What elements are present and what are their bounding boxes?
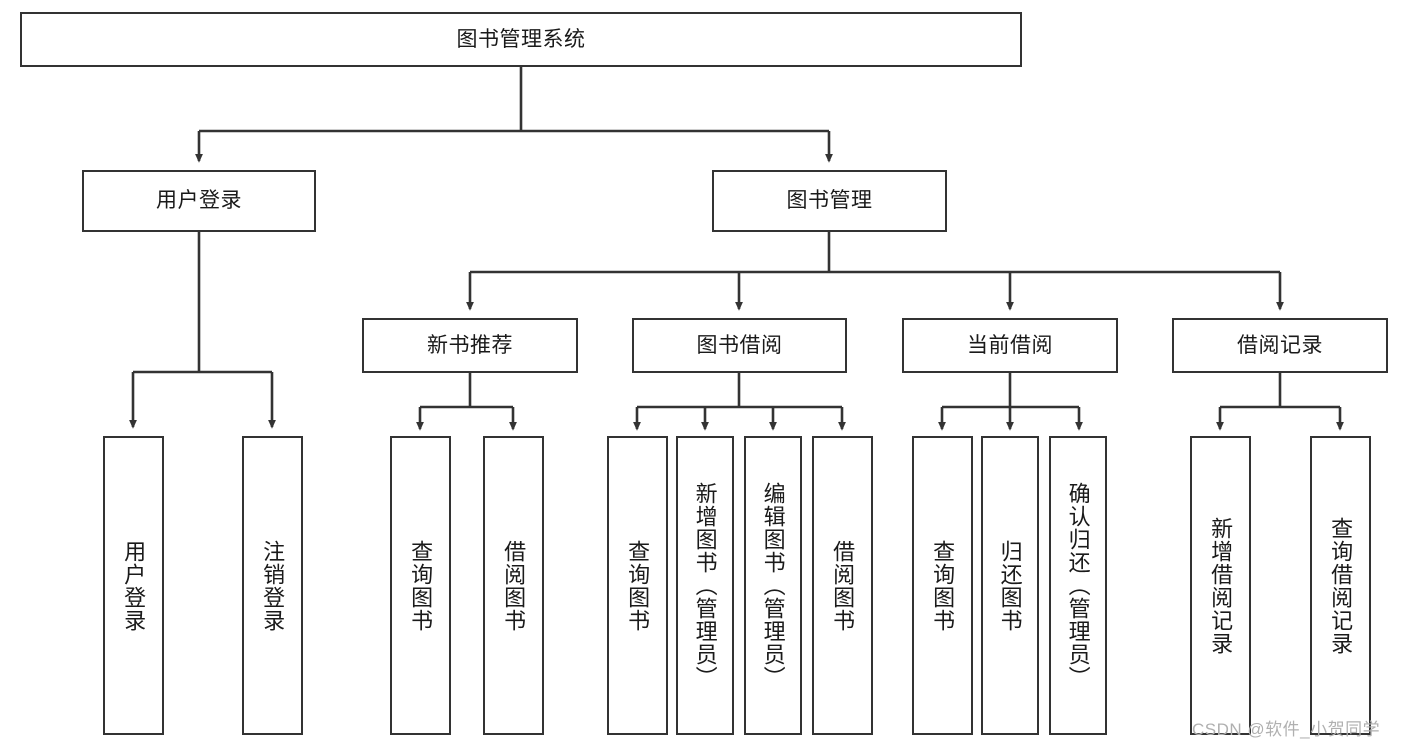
- node-book-management[interactable]: 图书管理: [712, 170, 947, 232]
- node-user-login[interactable]: 用户登录: [82, 170, 316, 232]
- node-label: 新增借阅记录: [1208, 516, 1234, 655]
- node-label: 确认归还（管理员）: [1065, 482, 1091, 689]
- leaf-query-book-current[interactable]: 查询图书: [912, 436, 973, 735]
- node-borrow-record[interactable]: 借阅记录: [1172, 318, 1388, 373]
- node-label: 查询图书: [930, 539, 956, 632]
- node-label: 图书管理: [786, 189, 873, 213]
- node-label: 编辑图书（管理员）: [760, 482, 786, 689]
- node-label: 用户登录: [121, 539, 147, 632]
- leaf-add-borrow-record[interactable]: 新增借阅记录: [1190, 436, 1251, 735]
- node-label: 借阅记录: [1237, 333, 1323, 357]
- node-label: 查询借阅记录: [1328, 516, 1354, 655]
- leaf-add-book-admin[interactable]: 新增图书（管理员）: [676, 436, 734, 735]
- node-label: 查询图书: [408, 539, 434, 632]
- node-label: 新书推荐: [427, 333, 513, 357]
- leaf-return-book[interactable]: 归还图书: [981, 436, 1039, 735]
- node-book-borrow[interactable]: 图书借阅: [632, 318, 847, 373]
- node-root-system[interactable]: 图书管理系统: [20, 12, 1022, 67]
- node-current-borrow[interactable]: 当前借阅: [902, 318, 1118, 373]
- node-label: 当前借阅: [967, 333, 1053, 357]
- node-new-book-recommend[interactable]: 新书推荐: [362, 318, 578, 373]
- node-label: 图书管理系统: [456, 27, 586, 51]
- csdn-watermark: CSDN @软件_小贺同学: [1192, 720, 1381, 739]
- leaf-query-book-borrow[interactable]: 查询图书: [607, 436, 668, 735]
- node-label: 注销登录: [260, 539, 286, 632]
- leaf-edit-book-admin[interactable]: 编辑图书（管理员）: [744, 436, 802, 735]
- leaf-query-borrow-record[interactable]: 查询借阅记录: [1310, 436, 1371, 735]
- leaf-user-login[interactable]: 用户登录: [103, 436, 164, 735]
- leaf-borrow-book-borrow[interactable]: 借阅图书: [812, 436, 873, 735]
- node-label: 查询图书: [625, 539, 651, 632]
- node-label: 新增图书（管理员）: [692, 482, 718, 689]
- leaf-logout[interactable]: 注销登录: [242, 436, 303, 735]
- node-label: 借阅图书: [830, 539, 856, 632]
- leaf-borrow-book-newbook[interactable]: 借阅图书: [483, 436, 544, 735]
- leaf-confirm-return-admin[interactable]: 确认归还（管理员）: [1049, 436, 1107, 735]
- node-label: 归还图书: [997, 539, 1023, 632]
- node-label: 图书借阅: [696, 333, 783, 357]
- node-label: 用户登录: [156, 189, 242, 213]
- node-label: 借阅图书: [501, 539, 527, 632]
- leaf-query-book-newbook[interactable]: 查询图书: [390, 436, 451, 735]
